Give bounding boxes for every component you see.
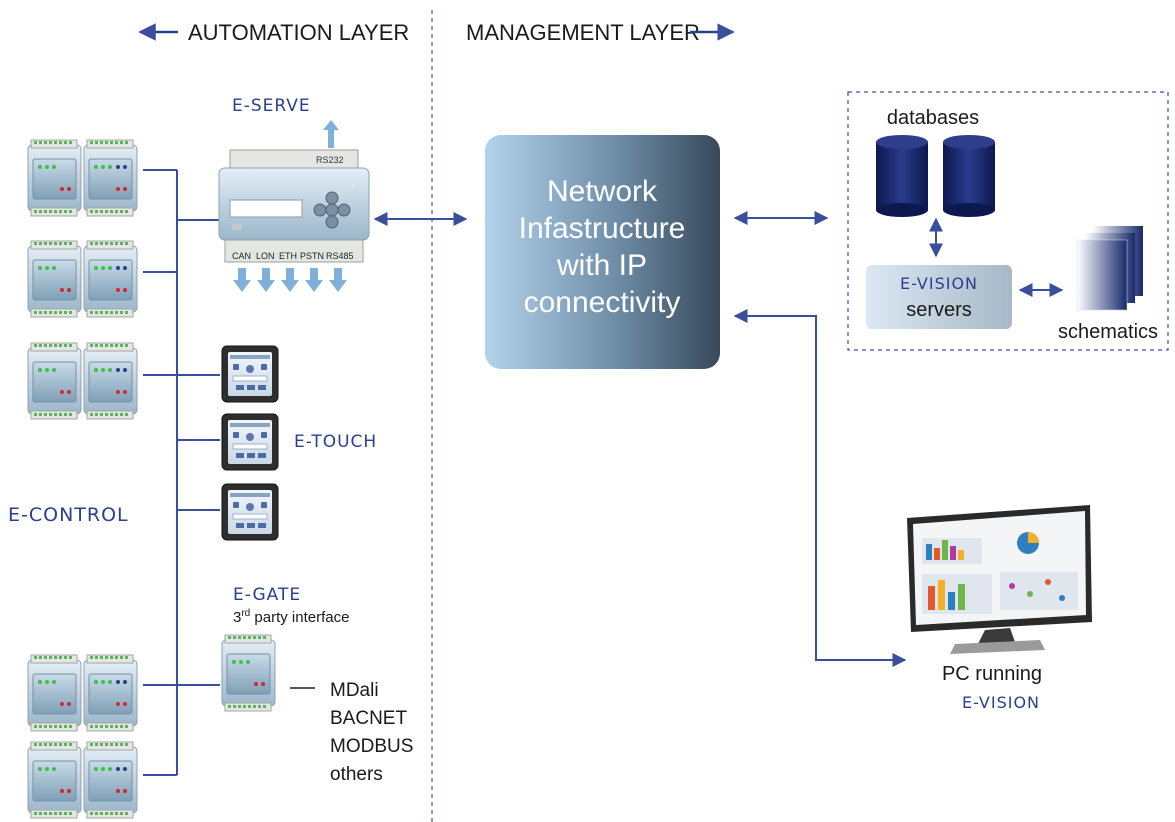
network-line-1: Network [547,175,658,208]
etouch-panels [221,345,279,541]
etouch-panel [221,483,279,541]
database-icon [876,135,928,217]
eserve-nav-keypad [313,191,351,229]
pc-evision-title: E-VISION [962,693,1040,712]
econtrol-module-pair [28,742,137,818]
evision-servers-title: E-VISION [900,274,978,293]
econtrol-module-pair [28,140,137,216]
egate-protocol-list: MDali BACNET MODBUS others [330,680,413,785]
port-label-lon: LON [256,251,275,261]
schematics-label: schematics [1058,321,1158,343]
etouch-title: E-TOUCH [294,432,377,452]
network-line-3: with IP [556,249,647,282]
port-label-rs485: RS485 [326,251,354,261]
automation-layer-label: AUTOMATION LAYER [188,20,409,45]
protocol-others: others [330,764,383,785]
database-icon [943,135,995,217]
network-pc-link [733,309,907,667]
management-layer-label: MANAGEMENT LAYER [466,20,700,45]
econtrol-title: E-CONTROL [8,504,129,526]
port-label-can: CAN [232,251,251,261]
schematics-stack-icon [1076,226,1143,311]
eserve-down-arrows [233,268,347,292]
port-label-eth: ETH [279,251,297,261]
protocol-bacnet: BACNET [330,708,407,729]
protocol-mdali: MDali [330,680,379,701]
eserve-port-labels: CAN LON ETH PSTN RS485 [232,251,354,261]
pc-monitor-icon [907,505,1092,654]
network-infrastructure-box: Network Infastructure with IP connectivi… [485,135,720,369]
egate-module [221,634,276,712]
protocol-modbus: MODBUS [330,736,413,757]
econtrol-bus-lines [143,169,220,776]
servers-label: servers [906,299,972,321]
evision-servers-box: E-VISION servers [866,265,1012,329]
econtrol-module-pair [28,655,137,731]
egate-subtitle: 3rd party interface [233,608,349,626]
econtrol-modules [28,140,137,818]
databases-label: databases [887,107,979,129]
management-layer-header: MANAGEMENT LAYER [466,20,735,45]
econtrol-module-pair [28,343,137,419]
egate-section: E-GATE 3rd party interface MDali BACNET … [221,585,413,785]
up-arrow-icon [323,120,339,148]
database-cylinders [876,135,995,217]
automation-layer-header: AUTOMATION LAYER [138,20,409,45]
network-line-2: Infastructure [519,212,686,245]
etouch-panel [221,345,279,403]
network-line-4: connectivity [524,286,681,319]
pc-running-label: PC running [942,663,1042,685]
management-servers-group [847,91,1169,351]
rs232-port-label: RS232 [316,155,344,165]
eserve-title: E-SERVE [232,96,311,116]
port-label-pstn: PSTN [300,251,324,261]
econtrol-module-pair [28,241,137,317]
etouch-panel [221,413,279,471]
eserve-device: E-SERVE RS232 CAN LON ETH PSTN RS485 [218,96,370,292]
egate-title: E-GATE [233,585,301,605]
